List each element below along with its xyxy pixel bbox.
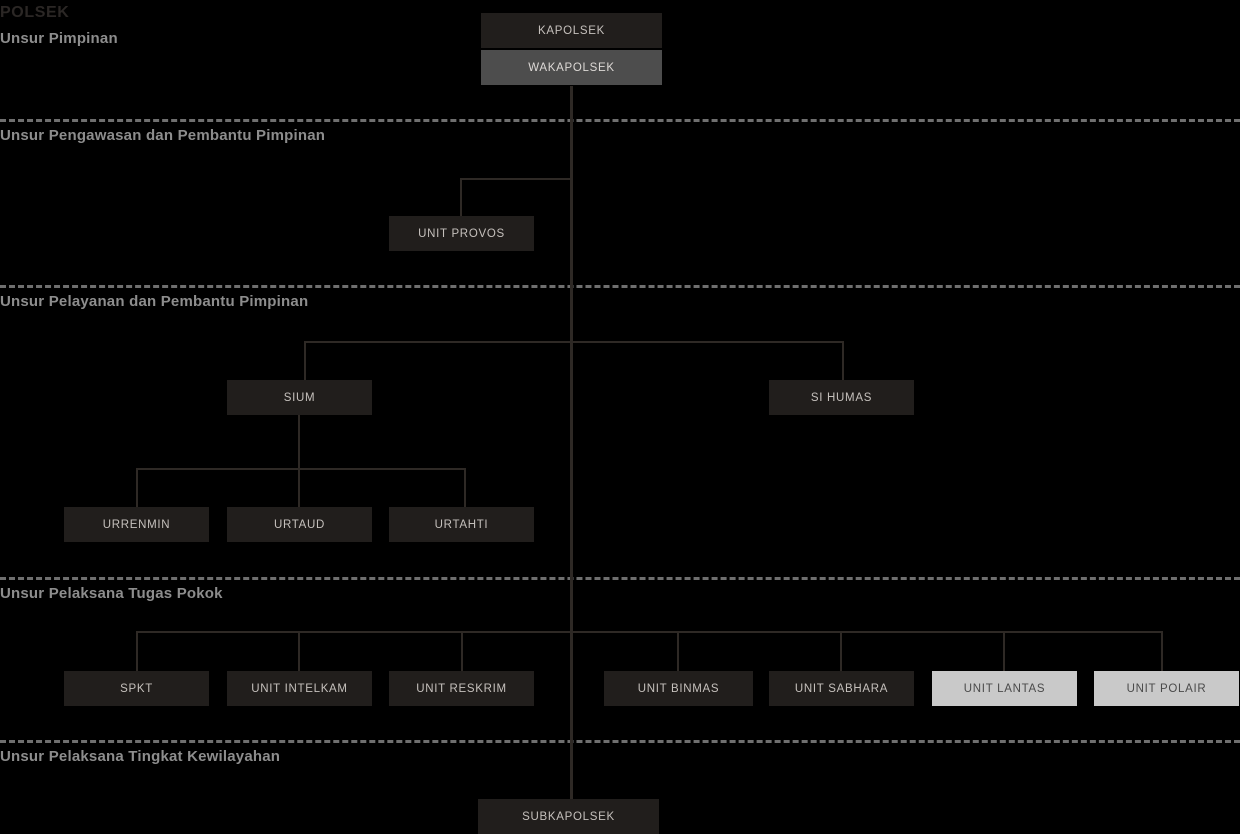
node-unit-intelkam[interactable]: UNIT INTELKAM: [227, 671, 372, 706]
node-unit-sabhara[interactable]: UNIT SABHARA: [769, 671, 914, 706]
section-label-unsur-tugas-pokok: Unsur Pelaksana Tugas Pokok: [0, 585, 223, 602]
section-divider-tugas-pokok: [0, 577, 1240, 580]
node-subkapolsek[interactable]: SUBKAPOLSEK: [478, 799, 659, 834]
node-unit-polair[interactable]: UNIT POLAIR: [1094, 671, 1239, 706]
node-kapolsek[interactable]: KAPOLSEK: [481, 13, 662, 48]
node-wakapolsek[interactable]: WAKAPOLSEK: [481, 50, 662, 85]
node-si-humas[interactable]: SI HUMAS: [769, 380, 914, 415]
section-label-unsur-pimpinan: Unsur Pimpinan: [0, 30, 118, 47]
connector-main-spine: [570, 86, 573, 800]
section-divider-pelayanan: [0, 285, 1240, 288]
node-urtaud[interactable]: URTAUD: [227, 507, 372, 542]
connector-urusan-bus: [136, 468, 466, 470]
connector-pelayanan-bus: [304, 341, 844, 343]
connector-sihumas-drop: [842, 341, 844, 380]
connector-intelkam-drop: [298, 631, 300, 671]
connector-urtaud-drop: [298, 468, 300, 507]
node-urtahti[interactable]: URTAHTI: [389, 507, 534, 542]
connector-binmas-drop: [677, 631, 679, 671]
connector-spkt-drop: [136, 631, 138, 671]
node-spkt[interactable]: SPKT: [64, 671, 209, 706]
node-urrenmin[interactable]: URRENMIN: [64, 507, 209, 542]
connector-provos-vertical: [460, 178, 462, 216]
section-label-unsur-pelayanan: Unsur Pelayanan dan Pembantu Pimpinan: [0, 293, 309, 310]
node-unit-binmas[interactable]: UNIT BINMAS: [604, 671, 753, 706]
connector-urtahti-drop: [464, 468, 466, 507]
section-label-unsur-kewilayahan: Unsur Pelaksana Tingkat Kewilayahan: [0, 748, 281, 765]
node-sium[interactable]: SIUM: [227, 380, 372, 415]
connector-sium-stem: [298, 415, 300, 468]
node-unit-reskrim[interactable]: UNIT RESKRIM: [389, 671, 534, 706]
connector-provos-horizontal: [460, 178, 572, 180]
node-unit-provos[interactable]: UNIT PROVOS: [389, 216, 534, 251]
connector-sium-drop: [304, 341, 306, 380]
section-divider-kewilayahan: [0, 740, 1240, 743]
connector-lantas-drop: [1003, 631, 1005, 671]
connector-pelaksana-bus: [136, 631, 1162, 633]
connector-sabhara-drop: [840, 631, 842, 671]
node-unit-lantas[interactable]: UNIT LANTAS: [932, 671, 1077, 706]
connector-polair-drop: [1161, 631, 1163, 671]
page-title: POLSEK: [0, 4, 70, 21]
connector-urrenmin-drop: [136, 468, 138, 507]
connector-reskrim-drop: [461, 631, 463, 671]
section-divider-pengawasan: [0, 119, 1240, 122]
section-label-unsur-pengawasan: Unsur Pengawasan dan Pembantu Pimpinan: [0, 127, 326, 144]
